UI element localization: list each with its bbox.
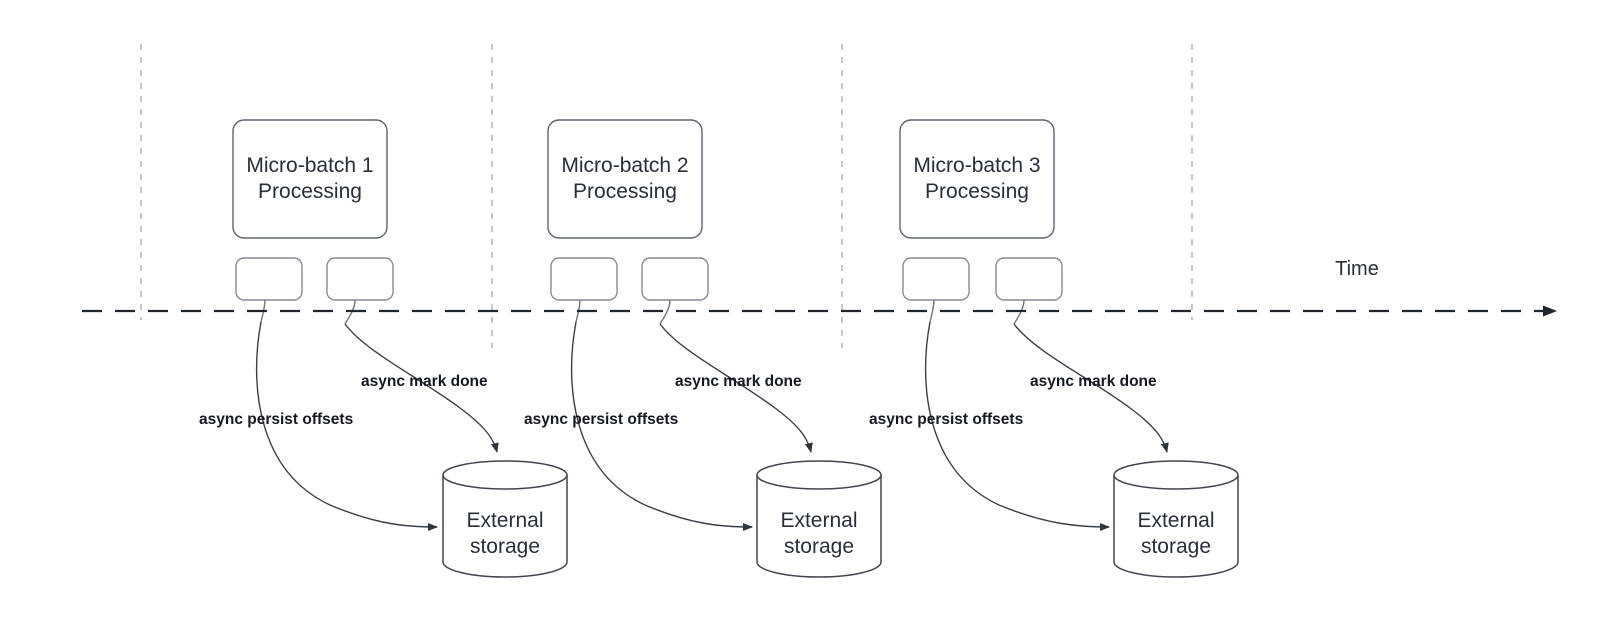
micro-batch-1-processing-box — [232, 119, 388, 239]
micro-batch-3-mark-done-task — [995, 257, 1063, 301]
micro-batch-2-group: Micro-batch 2 Processing async persist o… — [524, 119, 882, 578]
micro-batch-1-mark-done-arrow — [344, 323, 499, 453]
micro-batch-1-persist-offsets-label: async persist offsets — [199, 411, 353, 428]
micro-batch-1-label-line2: Processing — [258, 180, 362, 203]
micro-batch-3-persist-stem — [929, 299, 935, 323]
micro-batch-2-mark-done-label: async mark done — [675, 373, 802, 390]
micro-batch-2-persist-offsets-label: async persist offsets — [524, 411, 678, 428]
micro-batch-1-storage-label-line1: External — [466, 509, 543, 532]
micro-batch-1-label-line1: Micro-batch 1 — [246, 154, 373, 177]
micro-batch-1-persist-offsets-task — [235, 257, 303, 301]
micro-batch-3-label-line2: Processing — [925, 180, 1029, 203]
micro-batch-1-persist-offsets-arrow — [255, 321, 438, 531]
time-axis-label: Time — [1335, 258, 1379, 280]
micro-batch-3-persist-offsets-task — [902, 257, 970, 301]
micro-batch-3-mark-done-label: async mark done — [1030, 373, 1157, 390]
micro-batch-3-group: Micro-batch 3 Processing async persist o… — [869, 119, 1239, 578]
micro-batch-1-group: Micro-batch 1 Processing async persist o… — [199, 119, 568, 578]
micro-batch-2-label-line1: Micro-batch 2 — [561, 154, 688, 177]
micro-batch-1-external-storage-cylinder: External storage — [442, 460, 568, 578]
micro-batch-2-storage-label-line2: storage — [784, 535, 854, 558]
micro-batch-3-processing-box — [899, 119, 1055, 239]
micro-batch-1-mark-done-task — [326, 257, 394, 301]
micro-batch-2-label-line2: Processing — [573, 180, 677, 203]
micro-batch-2-persist-offsets-arrow — [570, 321, 753, 531]
micro-batch-3-storage-label-line1: External — [1137, 509, 1214, 532]
micro-batch-3-external-storage-cylinder: External storage — [1113, 460, 1239, 578]
micro-batch-2-processing-box — [547, 119, 703, 239]
micro-batch-3-persist-offsets-label: async persist offsets — [869, 411, 1023, 428]
micro-batch-2-external-storage-cylinder: External storage — [756, 460, 882, 578]
micro-batch-1-storage-label-line2: storage — [470, 535, 540, 558]
micro-batch-2-mark-done-arrow — [659, 323, 813, 453]
micro-batch-2-mark-done-task — [641, 257, 709, 301]
micro-batch-1-mark-done-label: async mark done — [361, 373, 488, 390]
micro-batch-3-mark-done-arrow — [1013, 323, 1169, 453]
micro-batch-3-persist-offsets-arrow — [924, 321, 1110, 531]
micro-batch-2-storage-label-line1: External — [780, 509, 857, 532]
micro-batch-2-persist-offsets-task — [550, 257, 618, 301]
micro-batch-3-label-line1: Micro-batch 3 — [913, 154, 1040, 177]
micro-batch-2-markdone-stem — [659, 299, 671, 325]
time-axis: Time — [82, 258, 1557, 317]
micro-batch-3-storage-label-line2: storage — [1141, 535, 1211, 558]
